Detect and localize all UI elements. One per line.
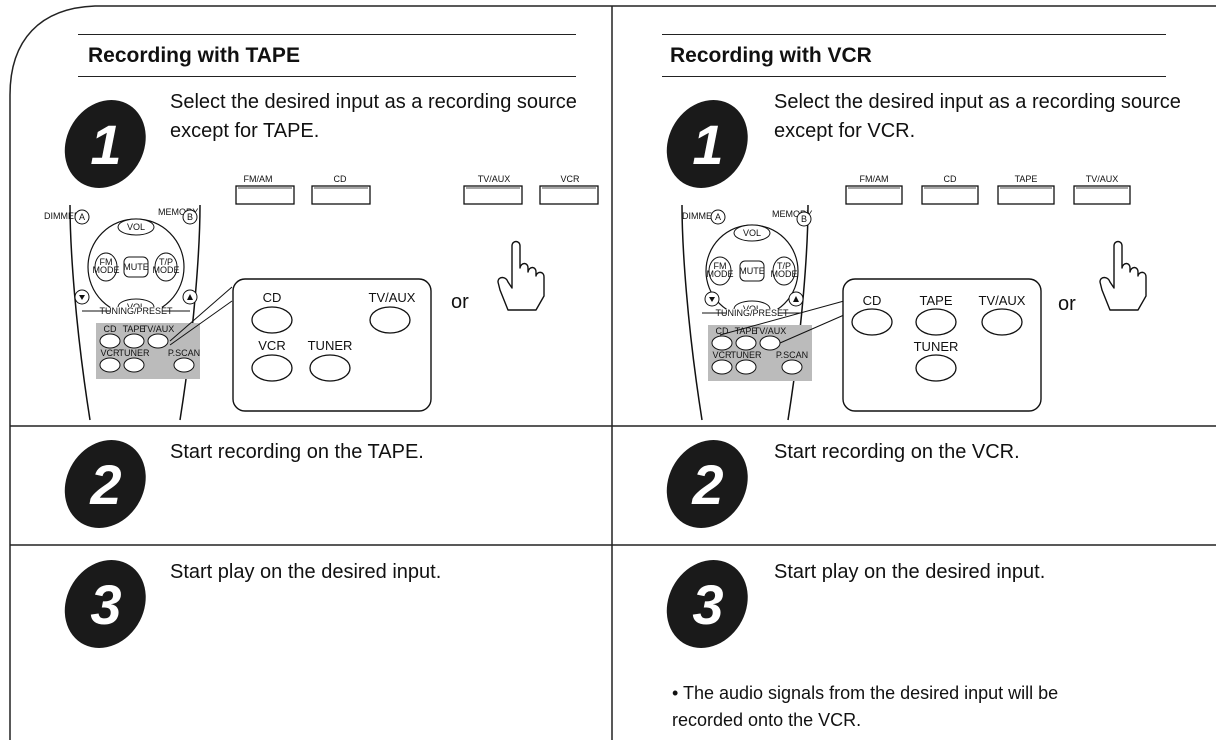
svg-text:MODE: MODE [153, 265, 180, 275]
left-title-rule-bottom [78, 76, 576, 77]
svg-text:2: 2 [691, 453, 723, 516]
left-hand-pointer-icon [497, 240, 545, 311]
svg-text:TV/AUX: TV/AUX [478, 174, 511, 184]
svg-text:CD: CD [263, 290, 282, 305]
svg-text:VOL: VOL [127, 222, 145, 232]
left-or-label: or [451, 291, 469, 313]
svg-text:1: 1 [692, 113, 723, 176]
svg-text:VCR: VCR [560, 174, 580, 184]
right-step2-number: 2 [666, 440, 748, 528]
svg-text:T/P: T/P [777, 261, 791, 271]
svg-text:CD: CD [334, 174, 347, 184]
left-step1-number: 1 [64, 100, 146, 188]
svg-text:1: 1 [90, 113, 121, 176]
svg-text:MODE: MODE [707, 269, 734, 279]
svg-text:VCR: VCR [712, 350, 732, 360]
svg-text:CD: CD [863, 293, 882, 308]
left-step2-text: Start recording on the TAPE. [170, 441, 424, 463]
left-section-title: Recording with TAPE [88, 44, 300, 67]
svg-text:TUNER: TUNER [914, 339, 959, 354]
right-remote-illustration: DIMMER A MEMORY B VOL VOL FM MODE MUTE T… [681, 205, 845, 421]
svg-text:TV/AUX: TV/AUX [1086, 174, 1119, 184]
svg-text:MUTE: MUTE [123, 262, 149, 272]
svg-text:TV/AUX: TV/AUX [979, 293, 1026, 308]
svg-text:TAPE: TAPE [1015, 174, 1038, 184]
svg-text:T/P: T/P [159, 257, 173, 267]
svg-text:FM: FM [100, 257, 113, 267]
svg-text:CD: CD [104, 324, 117, 334]
svg-text:TUNING/PRESET: TUNING/PRESET [99, 306, 173, 316]
svg-text:A: A [79, 212, 85, 222]
svg-text:MODE: MODE [93, 265, 120, 275]
svg-text:FM/AM: FM/AM [860, 174, 889, 184]
svg-text:B: B [187, 212, 193, 222]
right-panel-buttons: FM/AM CD TAPE TV/AUX [845, 174, 1131, 205]
svg-text:2: 2 [89, 453, 121, 516]
svg-text:MODE: MODE [771, 269, 798, 279]
right-title-rule-bottom [662, 76, 1166, 77]
svg-text:VCR: VCR [100, 348, 120, 358]
svg-text:MEMORY: MEMORY [772, 209, 812, 219]
right-step3-number: 3 [666, 560, 748, 648]
right-or-label: or [1058, 293, 1076, 315]
svg-text:P.SCAN: P.SCAN [168, 348, 200, 358]
svg-text:TUNER: TUNER [731, 350, 762, 360]
svg-text:3: 3 [692, 573, 723, 636]
right-title-rule-top [662, 34, 1166, 35]
svg-text:FM/AM: FM/AM [244, 174, 273, 184]
left-panel-buttons: FM/AM CD TV/AUX VCR [235, 174, 599, 205]
svg-text:DIMMER: DIMMER [44, 211, 81, 221]
left-remote-illustration: DIMMER A MEMORY B VOL VOL FM MODE MUTE T… [44, 205, 233, 421]
right-step2-text: Start recording on the VCR. [774, 441, 1020, 463]
svg-text:VCR: VCR [258, 338, 285, 353]
svg-text:MEMORY: MEMORY [158, 207, 198, 217]
left-title-rule-top [78, 34, 576, 35]
svg-text:TAPE: TAPE [123, 324, 146, 334]
svg-text:B: B [801, 214, 807, 224]
svg-text:TAPE: TAPE [920, 293, 953, 308]
right-remote-zoom: CD TAPE TV/AUX TUNER [842, 278, 1042, 412]
svg-text:TV/AUX: TV/AUX [754, 326, 787, 336]
svg-text:TUNER: TUNER [308, 338, 353, 353]
svg-text:MUTE: MUTE [739, 266, 765, 276]
left-step1-text: Select the desired input as a recording … [170, 91, 577, 142]
svg-text:TUNER: TUNER [119, 348, 150, 358]
right-step1-text: Select the desired input as a recording … [774, 91, 1181, 142]
right-note: • The audio signals from the desired inp… [672, 683, 1059, 730]
svg-text:DIMMER: DIMMER [682, 211, 719, 221]
svg-text:A: A [715, 212, 721, 222]
right-step3-text: Start play on the desired input. [774, 561, 1046, 583]
svg-text:FM: FM [714, 261, 727, 271]
left-step2-number: 2 [64, 440, 146, 528]
right-section-title: Recording with VCR [670, 44, 872, 67]
svg-text:VOL: VOL [743, 228, 761, 238]
svg-text:TUNING/PRESET: TUNING/PRESET [715, 308, 789, 318]
svg-text:P.SCAN: P.SCAN [776, 350, 808, 360]
svg-text:TAPE: TAPE [735, 326, 758, 336]
svg-text:CD: CD [944, 174, 957, 184]
right-hand-pointer-icon [1099, 240, 1147, 311]
svg-text:TV/AUX: TV/AUX [369, 290, 416, 305]
svg-text:TV/AUX: TV/AUX [142, 324, 175, 334]
right-step1-number: 1 [666, 100, 748, 188]
left-remote-zoom: CD TV/AUX VCR TUNER [232, 278, 432, 412]
svg-text:CD: CD [716, 326, 729, 336]
svg-text:3: 3 [90, 573, 121, 636]
left-step3-text: Start play on the desired input. [170, 561, 442, 583]
left-step3-number: 3 [64, 560, 146, 648]
